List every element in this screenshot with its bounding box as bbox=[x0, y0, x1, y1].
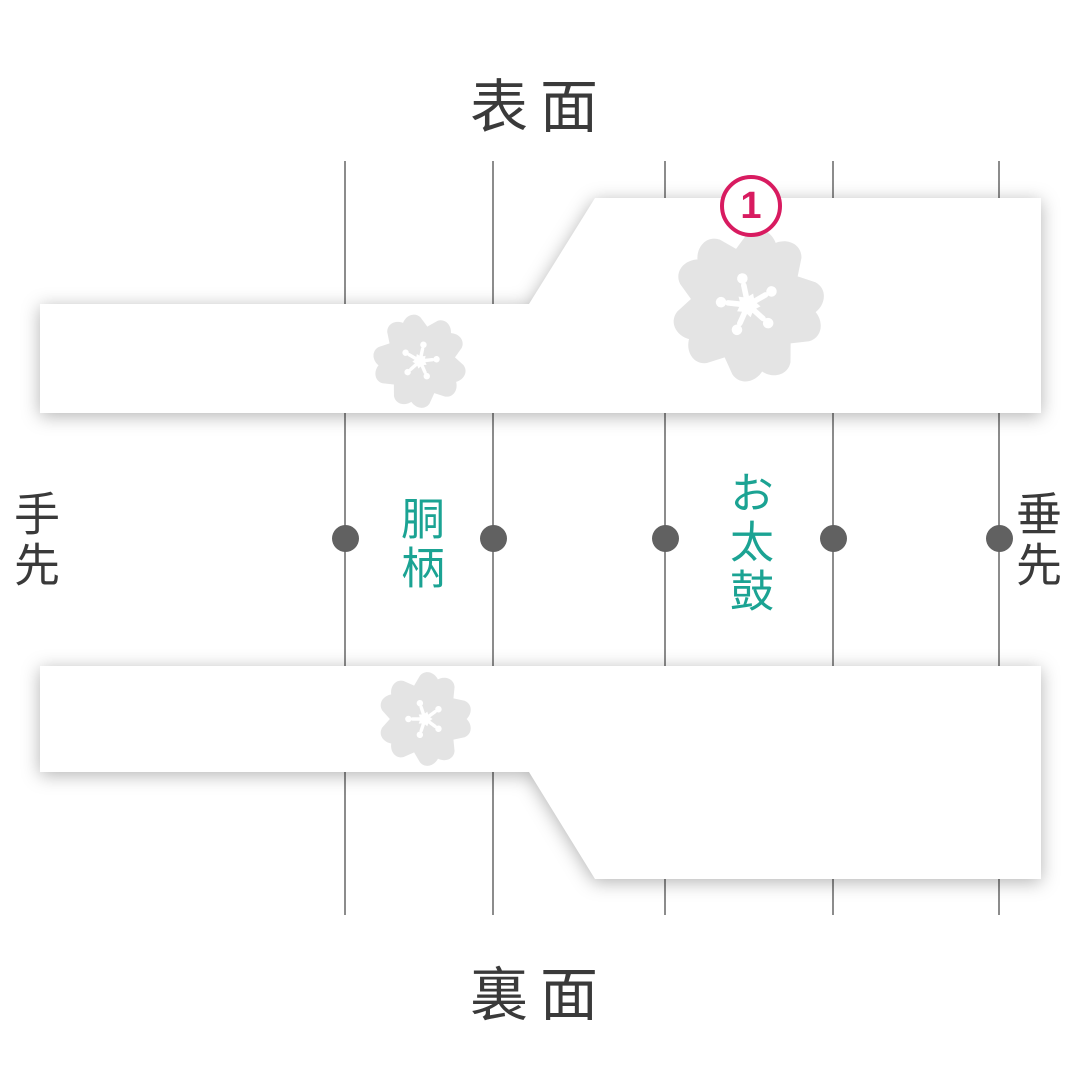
label-otaiko: お太鼓 bbox=[723, 470, 772, 617]
step-1-marker: 1 bbox=[720, 175, 782, 237]
fold-point-dot bbox=[986, 525, 1013, 552]
fold-point-dot bbox=[332, 525, 359, 552]
back-band bbox=[40, 666, 1041, 879]
fold-point-dot bbox=[480, 525, 507, 552]
front-side-title: 表面 bbox=[469, 75, 610, 140]
fold-point-dot bbox=[820, 525, 847, 552]
fold-point-dot bbox=[652, 525, 679, 552]
label-body-pattern: 胴柄 bbox=[394, 496, 443, 594]
front-band bbox=[40, 198, 1041, 413]
label-tesaki: 手先 bbox=[8, 490, 59, 592]
label-taresaki: 垂先 bbox=[1010, 490, 1061, 592]
back-side-title: 裏面 bbox=[469, 963, 610, 1028]
step-1-number: 1 bbox=[740, 184, 762, 227]
